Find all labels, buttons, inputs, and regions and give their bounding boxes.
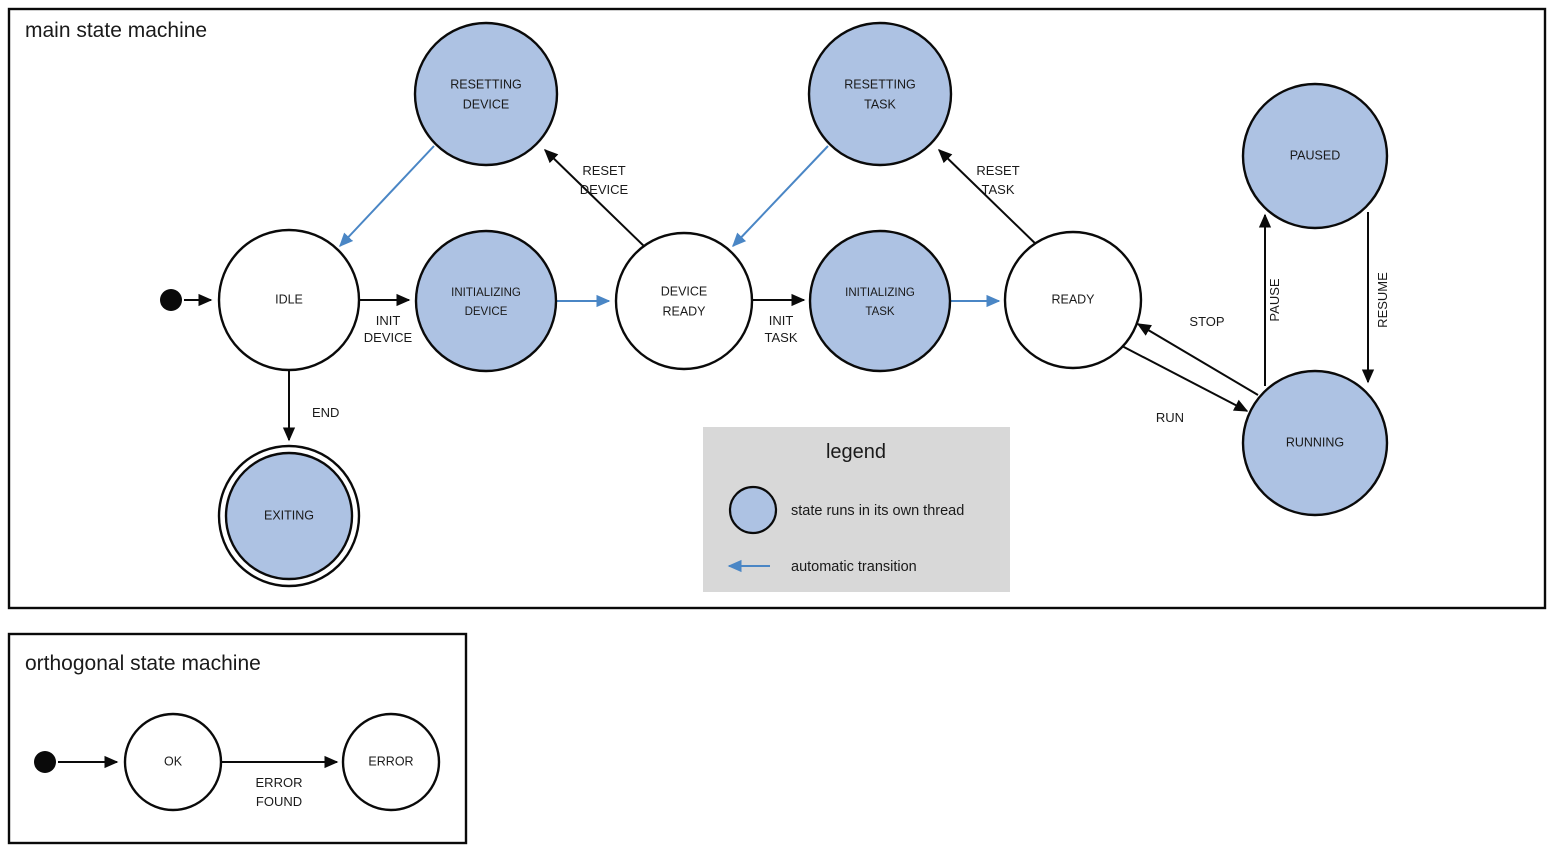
edge-label-init-device: INIT DEVICE: [364, 313, 413, 345]
edge-label-line: TASK: [765, 330, 798, 345]
state-label: INITIALIZING: [845, 287, 915, 299]
transition-running-to-ready: [1136, 323, 1259, 396]
state-label: READY: [1051, 292, 1095, 306]
transition-resetting-task-to-device-ready: [732, 145, 829, 248]
state-label: DEVICE: [661, 284, 708, 298]
legend-thread-swatch-icon: [728, 485, 778, 535]
edge-label-pause: PAUSE: [1267, 278, 1282, 321]
legend-item-thread-label: state runs in its own thread: [791, 503, 964, 519]
state-label: TASK: [864, 97, 896, 111]
state-label: RESETTING: [450, 77, 522, 91]
edge-label-line: TASK: [982, 182, 1015, 197]
orthogonal-frame-title: orthogonal state machine: [25, 652, 261, 675]
legend-title: legend: [826, 441, 886, 463]
state-label: DEVICE: [463, 97, 510, 111]
edge-label-line: FOUND: [256, 794, 302, 809]
edge-label-reset-device: RESET DEVICE: [580, 163, 629, 197]
edge-label-line: DEVICE: [364, 330, 413, 345]
state-node-idle[interactable]: IDLE: [217, 228, 361, 372]
state-label: ERROR: [368, 754, 413, 768]
orthogonal-initial-state-dot: [34, 751, 56, 773]
state-label: READY: [662, 304, 706, 318]
edge-label-stop: STOP: [1189, 314, 1224, 329]
state-node-error[interactable]: ERROR: [341, 712, 441, 812]
edge-label-line: STOP: [1189, 314, 1224, 329]
edge-label-line: RUN: [1156, 410, 1184, 425]
edge-label-reset-task: RESET TASK: [976, 163, 1019, 197]
edge-label-run: RUN: [1156, 410, 1184, 425]
edge-label-line: ERROR: [256, 775, 303, 790]
transition-ready-to-running: [1121, 345, 1249, 412]
state-node-ok[interactable]: OK: [123, 712, 223, 812]
state-node-running[interactable]: RUNNING: [1241, 369, 1389, 517]
state-node-ready[interactable]: READY: [1003, 230, 1143, 370]
state-label: INITIALIZING: [451, 287, 521, 299]
edge-label-line: END: [312, 405, 339, 420]
state-label: TASK: [865, 306, 895, 318]
legend-item-auto-label: automatic transition: [791, 559, 917, 575]
state-node-initializing-task[interactable]: INITIALIZING TASK: [808, 229, 952, 373]
legend-panel: legend state runs in its own thread auto…: [703, 427, 1010, 592]
state-label: EXITING: [264, 508, 314, 522]
main-frame-title: main state machine: [25, 19, 207, 42]
state-node-device-ready[interactable]: DEVICE READY: [614, 231, 754, 371]
state-label: IDLE: [275, 292, 303, 306]
state-label: RESETTING: [844, 77, 916, 91]
edge-label-line: RESET: [582, 163, 625, 178]
initial-state-dot: [160, 289, 182, 311]
state-label: OK: [164, 754, 183, 768]
state-label: RUNNING: [1286, 435, 1344, 449]
transition-resetting-device-to-idle: [339, 145, 435, 248]
edge-label-line: PAUSE: [1267, 278, 1282, 321]
transition-device-ready-to-resetting-device: [543, 149, 649, 251]
edge-label-line: RESUME: [1375, 272, 1390, 328]
state-node-resetting-device[interactable]: RESETTING DEVICE: [413, 21, 559, 167]
edge-label-error-found: ERROR FOUND: [256, 775, 303, 809]
edge-label-line: RESET: [976, 163, 1019, 178]
state-node-initializing-device[interactable]: INITIALIZING DEVICE: [414, 229, 558, 373]
state-label: DEVICE: [465, 306, 508, 318]
edge-label-end: END: [312, 405, 339, 420]
transition-ready-to-resetting-task: [937, 149, 1043, 251]
edge-label-line: DEVICE: [580, 182, 629, 197]
state-label: PAUSED: [1290, 148, 1340, 162]
edge-label-line: INIT: [769, 313, 794, 328]
edge-label-line: INIT: [376, 313, 401, 328]
orthogonal-frame-border: [7, 632, 468, 845]
main-frame-border: [7, 7, 1547, 610]
edge-label-resume: RESUME: [1375, 272, 1390, 328]
edge-label-init-task: INIT TASK: [765, 313, 798, 345]
state-node-resetting-task[interactable]: RESETTING TASK: [807, 21, 953, 167]
state-node-exiting[interactable]: EXITING: [217, 444, 361, 588]
state-node-paused[interactable]: PAUSED: [1241, 82, 1389, 230]
